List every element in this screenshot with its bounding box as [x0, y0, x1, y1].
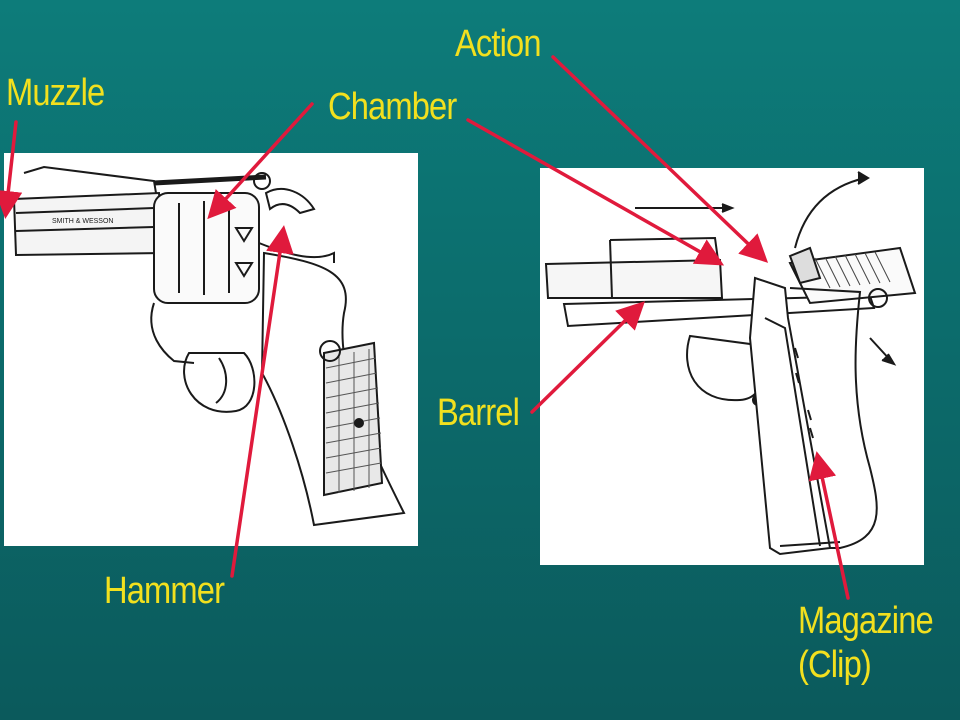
label-barrel: Barrel [437, 392, 520, 434]
revolver-panel: SMITH & WESSON [4, 153, 418, 546]
label-muzzle: Muzzle [6, 72, 105, 114]
label-hammer: Hammer [104, 570, 225, 612]
pistol-drawing [544, 171, 917, 556]
pistol-panel [540, 168, 924, 565]
label-action: Action [455, 23, 542, 65]
label-magazine: Magazine (Clip) [798, 600, 934, 686]
label-chamber: Chamber [328, 86, 457, 128]
revolver-engraving: SMITH & WESSON [52, 218, 113, 225]
revolver-drawing: SMITH & WESSON [12, 165, 406, 527]
